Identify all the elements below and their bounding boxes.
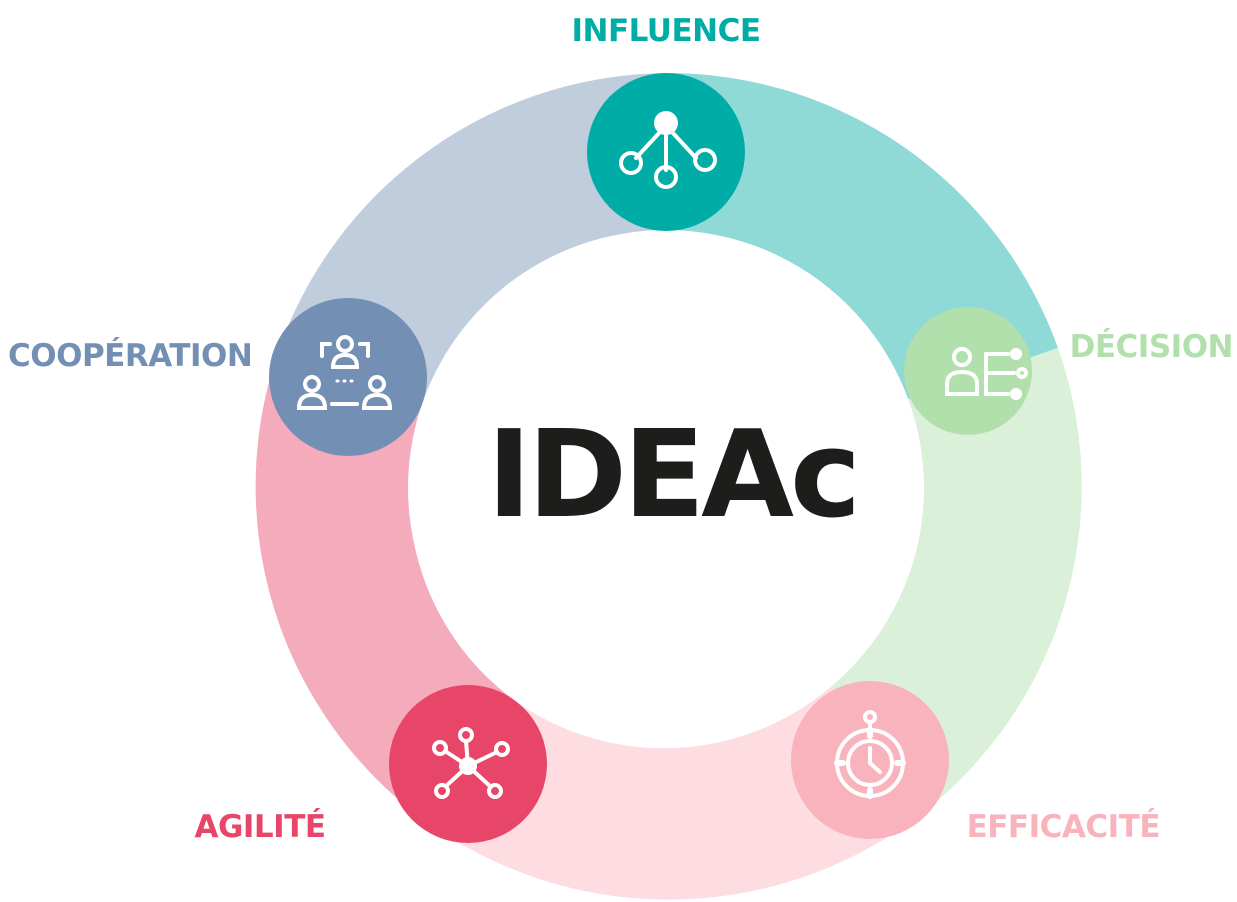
center-disk	[408, 230, 924, 746]
node-decision	[904, 307, 1032, 435]
node-cooperation	[269, 298, 427, 456]
network-distribution-icon	[619, 111, 717, 189]
hub-network-icon	[432, 727, 510, 799]
person-decision-icon	[945, 347, 1028, 400]
node-agilite	[389, 685, 547, 843]
team-cooperation-icon	[296, 335, 393, 410]
label-influence: INFLUENCE	[571, 13, 760, 49]
node-efficacite	[791, 681, 949, 839]
label-decision: DÉCISION	[1070, 329, 1233, 365]
center-title: IDEAc	[487, 406, 857, 545]
label-agilite: AGILITÉ	[194, 809, 325, 845]
stopwatch-gear-icon	[834, 710, 906, 799]
label-efficacite: EFFICACITÉ	[967, 809, 1160, 845]
label-cooperation: COOPÉRATION	[8, 338, 252, 374]
node-influence	[587, 73, 745, 231]
